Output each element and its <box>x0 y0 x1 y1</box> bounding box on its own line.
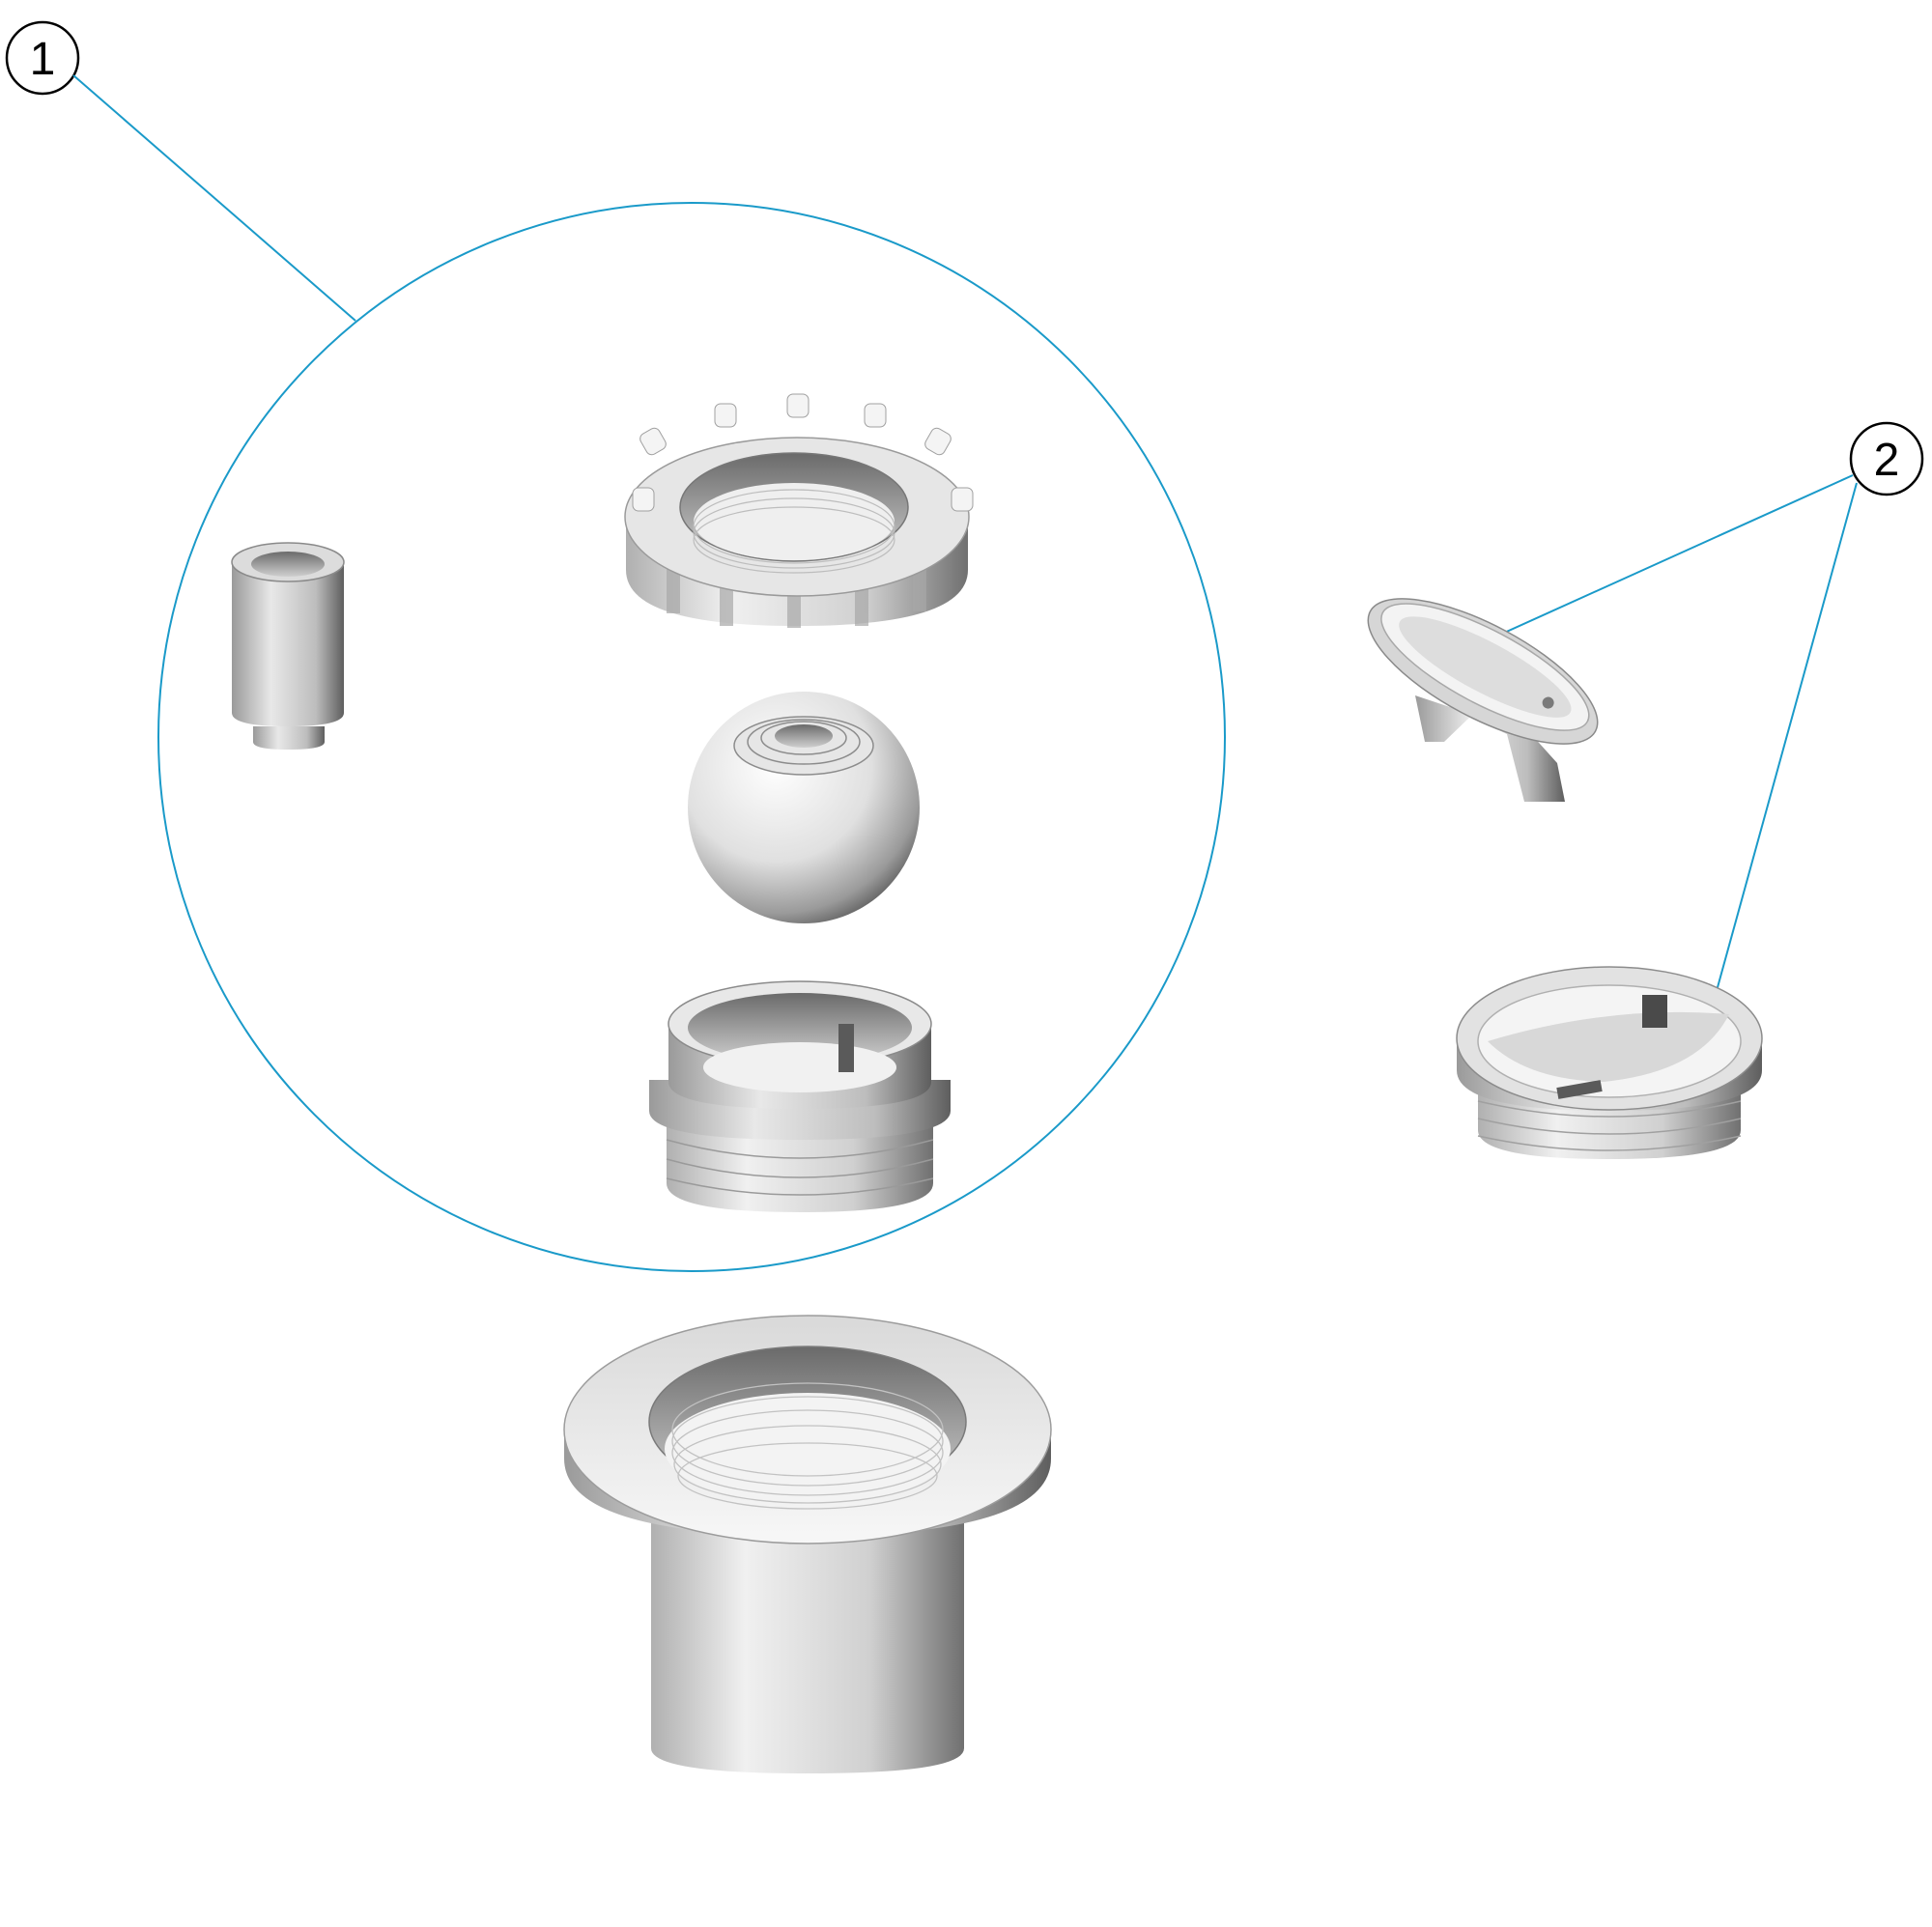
assembly-group-circle <box>157 202 1226 1272</box>
callout-2: 2 <box>1450 421 1924 1037</box>
callout-2-leader-a <box>1450 474 1854 658</box>
callout-2-leader-b <box>1703 482 1858 1037</box>
callout-2-label: 2 <box>1874 435 1900 486</box>
callout-1-leader <box>72 74 356 322</box>
wall-fitting-part <box>563 1315 1052 1773</box>
lock-ring-part <box>624 393 974 628</box>
eyeball-part <box>688 692 920 923</box>
threaded-body-part <box>649 980 951 1212</box>
sleeve-part <box>231 542 345 750</box>
callout-1-bubble <box>5 20 80 96</box>
key-tool-part <box>1367 598 1599 802</box>
plug-cap-part <box>1456 966 1763 1159</box>
callout-2-bubble <box>1849 421 1924 496</box>
callout-1: 1 <box>5 20 356 322</box>
callout-1-label: 1 <box>30 34 56 85</box>
